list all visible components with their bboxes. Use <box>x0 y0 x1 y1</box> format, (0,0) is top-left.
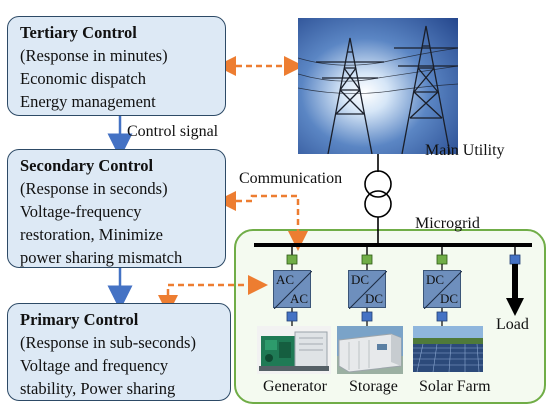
transformer-coil-top <box>364 170 392 198</box>
generator-label: Generator <box>263 378 327 395</box>
blue-node-1 <box>286 311 298 322</box>
converter-3-top: DC <box>426 272 445 287</box>
storage-image <box>337 326 403 374</box>
storage-label: Storage <box>349 378 398 395</box>
generator-image <box>257 326 331 374</box>
converter-2-top: DC <box>351 272 370 287</box>
primary-line-3: stability, Power sharing <box>20 379 176 398</box>
secondary-control-box: Secondary Control (Response in seconds) … <box>7 149 226 268</box>
converter-ac-ac: AC AC <box>273 270 312 309</box>
green-node-1 <box>286 254 298 265</box>
converter-1-bottom: AC <box>289 291 308 306</box>
main-utility-label: Main Utility <box>425 142 505 159</box>
primary-line-2: Voltage and frequency <box>20 356 169 375</box>
primary-line-1: (Response in sub-seconds) <box>20 333 196 352</box>
primary-control-title: Primary Control <box>20 310 139 329</box>
transformer-coil-bottom <box>364 190 392 218</box>
blue-node-2 <box>361 311 373 322</box>
secondary-line-3: restoration, Minimize <box>20 225 163 244</box>
blue-node-3 <box>436 311 448 322</box>
secondary-line-2: Voltage-frequency <box>20 202 142 221</box>
tertiary-line-2: Economic dispatch <box>20 69 147 88</box>
tertiary-control-box: Tertiary Control (Response in minutes) E… <box>7 16 226 116</box>
main-utility-image <box>298 18 458 154</box>
communication-label: Communication <box>239 170 343 187</box>
load-label: Load <box>496 316 529 333</box>
solar-farm-label: Solar Farm <box>419 378 491 395</box>
primary-control-box: Primary Control (Response in sub-seconds… <box>7 303 231 401</box>
tertiary-control-title: Tertiary Control <box>20 23 137 42</box>
solar-farm-image <box>413 326 483 372</box>
load-node <box>509 254 521 265</box>
converter-2-bottom: DC <box>364 291 383 306</box>
secondary-control-title: Secondary Control <box>20 156 154 175</box>
load-arrow-head <box>506 298 524 316</box>
tertiary-line-1: (Response in minutes) <box>20 46 168 65</box>
converter-dc-dc-storage: DC DC <box>348 270 387 309</box>
converter-3-bottom: DC <box>439 291 458 306</box>
green-node-3 <box>436 254 448 265</box>
primary-comm-link <box>158 275 268 315</box>
converter-1-top: AC <box>276 272 295 287</box>
green-node-2 <box>361 254 373 265</box>
control-signal-label: Control signal <box>127 123 219 140</box>
secondary-line-4: power sharing mismatch <box>20 248 183 267</box>
secondary-comm-link <box>216 191 308 251</box>
converter-dc-dc-solar: DC DC <box>423 270 462 309</box>
microgrid-label: Microgrid <box>415 215 480 232</box>
secondary-line-1: (Response in seconds) <box>20 179 168 198</box>
tertiary-line-3: Energy management <box>20 92 156 111</box>
